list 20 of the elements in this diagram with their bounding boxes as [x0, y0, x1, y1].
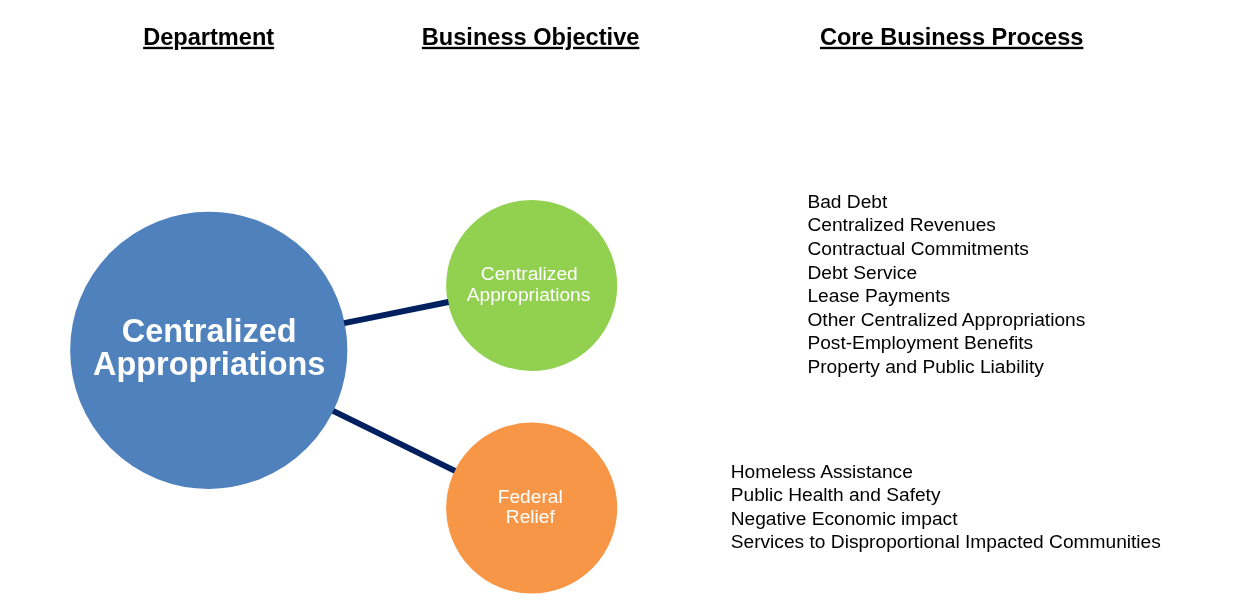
node-circle: Centralized Appropriations [446, 199, 618, 371]
node-label: Lease Payments [807, 285, 951, 307]
node-label: Negative Economic impact [730, 507, 958, 529]
node-circle: Centralized Appropriations [70, 211, 348, 489]
node-label: Property and Public Liability [807, 356, 1044, 378]
node-label: Contractual Commitments [807, 238, 1029, 260]
connector [343, 299, 450, 327]
label: Department [143, 23, 275, 50]
label: Business Objective [421, 23, 640, 50]
node-label: Debt Service [807, 261, 918, 283]
node-circle: Federal Relief [446, 422, 618, 594]
connector [331, 408, 457, 474]
node-label: Post-Employment Benefits [807, 332, 1034, 354]
node-label: Other Centralized Appropriations [807, 308, 1086, 330]
node-label: Centralized Revenues [807, 214, 996, 236]
node-label: Bad Debt [807, 190, 888, 212]
node-label: Public Health and Safety [730, 484, 941, 506]
node-label: Homeless Assistance [730, 460, 913, 482]
label: Core Business Process [819, 23, 1084, 50]
node-label: Services to Disproportional Impacted Communities [730, 531, 1161, 553]
